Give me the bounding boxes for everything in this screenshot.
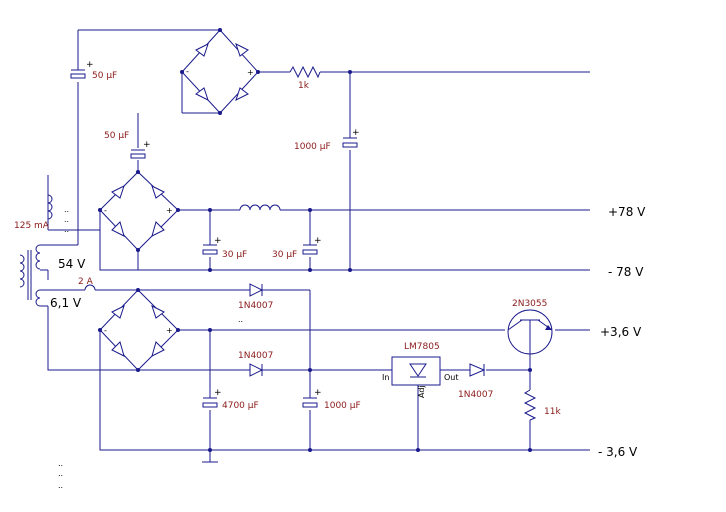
label-d2: 1N4007 [238, 351, 273, 361]
output-plus-78: +78 V [608, 205, 646, 219]
svg-text:..: .. [58, 481, 63, 490]
label-c-4700: 4700 µF [222, 401, 259, 411]
output-minus-78: - 78 V [608, 265, 644, 279]
diode-d3 [469, 363, 486, 377]
low-bridge-section: - + [58, 283, 590, 490]
mid-bridge-section: - + + + [47, 170, 590, 272]
output-minus-36: - 3,6 V [598, 445, 638, 459]
capacitor-1000-low: + [302, 388, 322, 408]
bridge-mid-minus: - [104, 206, 107, 215]
svg-text:..: .. [238, 315, 243, 324]
label-sec-voltage-lo: 6,1 V [50, 296, 82, 310]
svg-text:..: .. [64, 205, 69, 214]
component-labels: 50 µF 50 µF 1k 1000 µF 30 µF 30 µF 1N400… [14, 71, 561, 417]
output-plus-36: +3,6 V [600, 325, 642, 339]
capacitor-c-mid: + [130, 140, 151, 159]
bridge-low-minus: - [104, 326, 107, 335]
capacitor-1000-top: + [342, 128, 360, 148]
svg-text:+: + [314, 236, 322, 246]
label-c-30b: 30 µF [272, 250, 297, 260]
label-c-1000-top: 1000 µF [294, 142, 331, 152]
bridge-mid-plus: + [166, 206, 173, 215]
svg-text:+: + [214, 236, 222, 246]
label-r-11k: 11k [544, 407, 561, 417]
label-sec-voltage-hi: 54 V [58, 257, 86, 271]
label-reg-in: In [382, 373, 389, 382]
label-c-mid: 50 µF [104, 131, 129, 141]
bridge-low-plus: + [166, 326, 173, 335]
bridge-rectifier-mid: - + [98, 170, 180, 252]
label-reg-adj: Adj [417, 385, 426, 398]
diode-d1 [249, 283, 264, 297]
svg-text:+: + [352, 128, 360, 138]
resistor-1k [289, 65, 321, 79]
bridge-rectifier-top: - + [180, 28, 260, 115]
transistor-2n3055 [507, 309, 553, 355]
top-bridge-section: + + - + + [48, 28, 590, 270]
label-sec-current-hi: 125 mA [14, 221, 50, 231]
resistor-11k [523, 389, 537, 421]
capacitor-30a: + [202, 236, 222, 255]
output-labels: +78 V - 78 V +3,6 V - 3,6 V [598, 205, 646, 459]
diode-d2 [249, 363, 264, 377]
svg-text:+: + [86, 60, 94, 70]
capacitor-30b: + [302, 236, 322, 255]
label-c-1000-low: 1000 µF [324, 401, 361, 411]
regulator-lm7805 [391, 356, 441, 386]
capacitor-c-top: + [70, 60, 94, 79]
svg-text:..: .. [58, 459, 63, 468]
svg-text:+: + [214, 388, 222, 398]
label-d3: 1N4007 [458, 390, 493, 400]
bridge-top-plus: + [247, 68, 254, 77]
label-sec-current-lo: 2 A [78, 277, 94, 287]
capacitor-4700: + [202, 388, 222, 408]
svg-text:+: + [314, 388, 322, 398]
label-regulator: LM7805 [404, 342, 440, 352]
label-transistor: 2N3055 [512, 299, 547, 309]
label-reg-out: Out [444, 373, 459, 382]
label-c-top: 50 µF [92, 71, 117, 81]
label-d1: 1N4007 [238, 301, 273, 311]
label-r-top: 1k [298, 81, 310, 91]
transformer: .. .. .. [19, 175, 310, 371]
svg-text:..: .. [58, 469, 63, 478]
bridge-top-minus: - [186, 67, 189, 76]
svg-text:..: .. [64, 215, 69, 224]
svg-text:..: .. [64, 225, 69, 234]
label-c-30a: 30 µF [222, 250, 247, 260]
inductor [239, 204, 281, 211]
bridge-rectifier-low: - + [98, 288, 180, 372]
svg-text:+: + [143, 140, 151, 150]
